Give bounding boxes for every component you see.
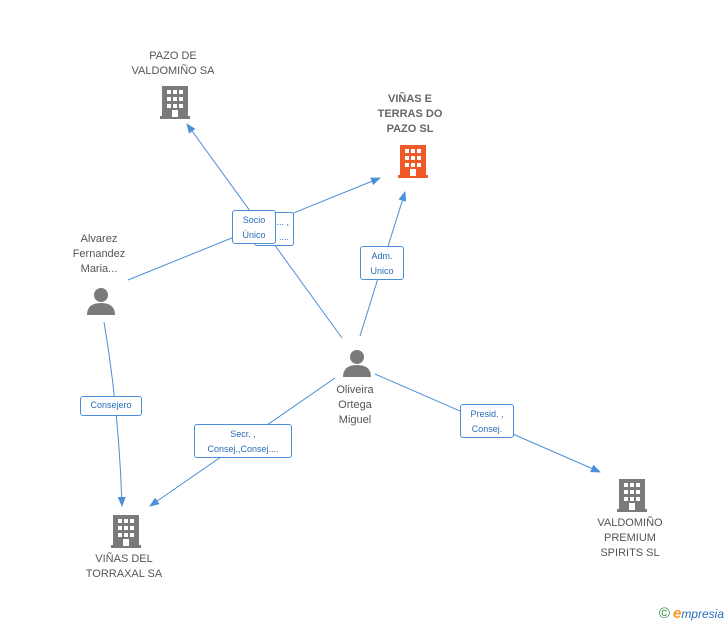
person-icon xyxy=(87,288,115,315)
copyright-icon: © xyxy=(658,605,670,622)
edge-label-secr-consej[interactable]: Secr. , Consej.,Consej.... xyxy=(194,424,292,458)
person-icon xyxy=(343,350,371,377)
node-label-valdomino-premium[interactable]: VALDOMIÑO PREMIUM SPIRITS SL xyxy=(597,517,663,559)
building-icon xyxy=(111,515,141,548)
node-label-vinas-torraxal[interactable]: VIÑAS DEL TORRAXAL SA xyxy=(85,553,163,580)
building-icon xyxy=(160,86,190,119)
edge-label-adm-unico[interactable]: Adm. Unico xyxy=(360,246,404,280)
node-label-pazo-valdomino[interactable]: PAZO DE VALDOMIÑO SA xyxy=(131,50,215,77)
node-label-alvarez[interactable]: Alvarez Fernandez Maria... xyxy=(72,233,126,275)
edge-label-socio-unico[interactable]: Socio Único xyxy=(232,210,276,244)
edge-label-presid-consej[interactable]: Presid. , Consej. xyxy=(460,404,514,438)
building-icon xyxy=(398,145,428,178)
edge-label-consejero[interactable]: Consejero xyxy=(80,396,142,416)
node-label-vinas-terras[interactable]: VIÑAS E TERRAS DO PAZO SL xyxy=(377,93,443,135)
empresia-logo: ©empresia xyxy=(658,605,724,622)
building-icon xyxy=(617,479,647,512)
node-label-oliveira[interactable]: Oliveira Ortega Miguel xyxy=(336,384,374,426)
